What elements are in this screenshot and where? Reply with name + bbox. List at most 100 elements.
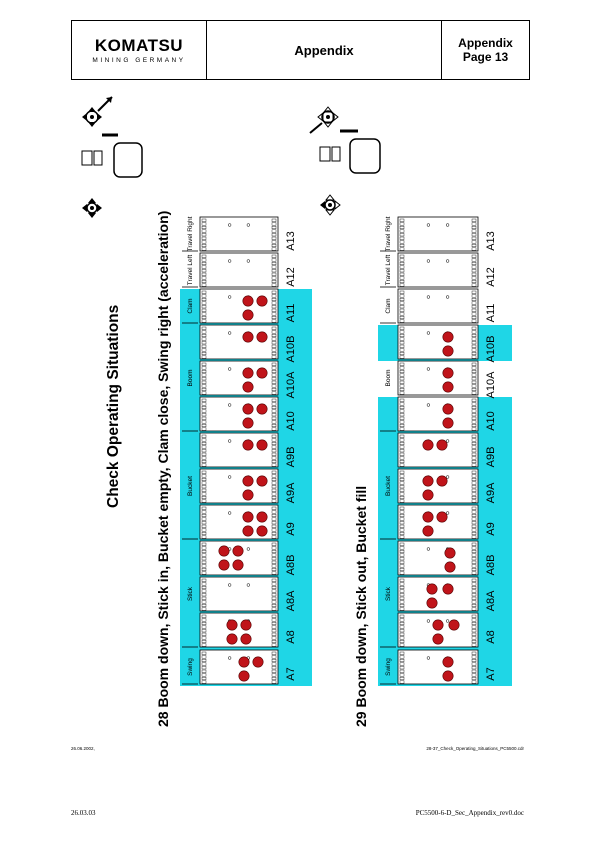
terminal (399, 632, 405, 636)
terminal (201, 478, 207, 482)
header-page-number: Page 13 (462, 50, 509, 64)
terminal (201, 434, 207, 438)
valve-module (397, 576, 479, 612)
terminal (471, 564, 477, 568)
terminal (271, 355, 277, 359)
terminal (399, 370, 405, 374)
terminal (399, 316, 405, 320)
terminal (201, 233, 207, 237)
terminal (271, 445, 277, 449)
terminal (399, 272, 405, 276)
module-code: A10 (485, 411, 497, 431)
indicator-dot (227, 403, 232, 407)
terminal (471, 542, 477, 546)
terminal (471, 481, 477, 485)
terminal (399, 298, 405, 302)
module-code: A9A (485, 482, 497, 503)
terminal (471, 413, 477, 417)
terminal (201, 564, 207, 568)
terminal (201, 316, 207, 320)
terminal (399, 680, 405, 684)
terminal (271, 384, 277, 388)
terminal (471, 258, 477, 262)
terminal (399, 600, 405, 604)
terminal (399, 312, 405, 316)
indicator-dot (445, 295, 450, 299)
terminal (201, 424, 207, 428)
led-active (256, 475, 268, 487)
terminal (271, 233, 277, 237)
terminal (471, 622, 477, 626)
valve-panel-28: A7A8A8AA8BA9A9AA9BA10A10AA10BA11A12A13Sw… (180, 216, 312, 686)
terminal (271, 614, 277, 618)
terminal (201, 247, 207, 251)
terminal (399, 550, 405, 554)
terminal (471, 316, 477, 320)
terminal (399, 557, 405, 561)
terminal (471, 524, 477, 528)
valve-panel-29: A7A8A8AA8BA9A9AA9BA10A10AA10BA11A12A13Sw… (378, 216, 512, 686)
led-active (442, 331, 454, 343)
led-active (422, 439, 434, 451)
terminal (201, 276, 207, 280)
terminal (271, 416, 277, 420)
terminal (271, 604, 277, 608)
terminal (471, 434, 477, 438)
led-active (242, 475, 254, 487)
terminal (201, 236, 207, 240)
terminal (271, 557, 277, 561)
indicator-dot (445, 439, 450, 443)
terminal (271, 305, 277, 309)
terminal (399, 402, 405, 406)
terminal (471, 290, 477, 294)
terminal (399, 452, 405, 456)
terminal (471, 659, 477, 663)
terminal (201, 445, 207, 449)
terminal (471, 416, 477, 420)
terminal (471, 384, 477, 388)
terminal (471, 571, 477, 575)
terminal (201, 406, 207, 410)
terminal (271, 669, 277, 673)
terminal (399, 341, 405, 345)
terminal (399, 391, 405, 395)
terminal (399, 604, 405, 608)
terminal (399, 521, 405, 525)
module-code: A8 (285, 630, 297, 643)
terminal (471, 496, 477, 500)
terminal (399, 643, 405, 647)
terminal (471, 474, 477, 478)
terminal (471, 334, 477, 338)
terminal (271, 434, 277, 438)
terminal (201, 308, 207, 312)
terminal (271, 655, 277, 659)
indicator-dot (227, 367, 232, 371)
terminal (471, 532, 477, 536)
terminal (471, 344, 477, 348)
valve-module (397, 324, 479, 360)
terminal (471, 578, 477, 582)
terminal (271, 229, 277, 233)
terminal (201, 438, 207, 442)
terminal (471, 673, 477, 677)
led-active (242, 367, 254, 379)
terminal (399, 424, 405, 428)
valve-module (199, 468, 279, 504)
module-code: A10B (485, 336, 497, 363)
indicator-dot (227, 223, 232, 227)
led-active (242, 331, 254, 343)
terminal (271, 492, 277, 496)
indicator-dot (227, 295, 232, 299)
terminal (271, 535, 277, 539)
inner-date: 26.06.2002, (71, 746, 95, 751)
terminal (271, 589, 277, 593)
indicator-dot (227, 583, 232, 587)
terminal (271, 442, 277, 446)
terminal (399, 373, 405, 377)
terminal (471, 409, 477, 413)
indicator-dot (227, 439, 232, 443)
group-label: Bucket (187, 476, 194, 496)
terminal (399, 380, 405, 384)
indicator-dot (227, 656, 232, 660)
